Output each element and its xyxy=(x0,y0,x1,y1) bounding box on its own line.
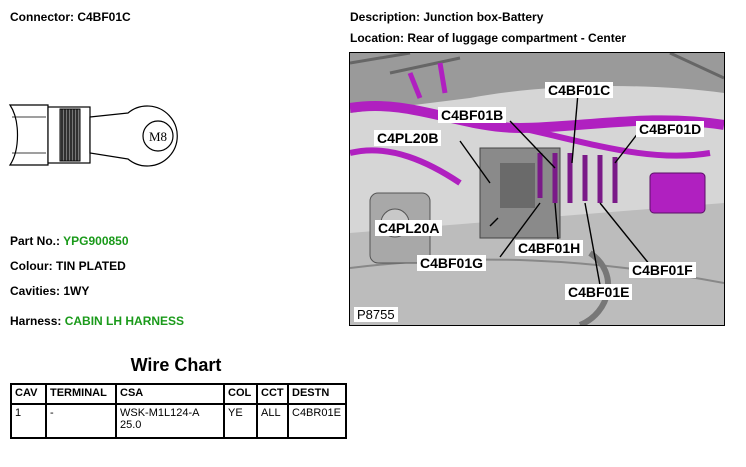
header-destn: DESTN xyxy=(287,383,347,405)
cell-col: YE xyxy=(223,403,258,439)
cavities-value: 1WY xyxy=(63,284,90,298)
cell-cct: ALL xyxy=(256,403,289,439)
header-csa: CSA xyxy=(115,383,225,405)
header-terminal: TERMINAL xyxy=(45,383,117,405)
callout-c4bf01d: C4BF01D xyxy=(636,121,705,137)
callout-c4pl20a: C4PL20A xyxy=(375,220,443,236)
photo-reference: P8755 xyxy=(354,307,398,322)
location-value: Rear of luggage compartment - Center xyxy=(407,31,627,45)
location-photo: C4BF01C C4BF01B C4BF01D C4PL20B C4PL20A … xyxy=(349,52,725,326)
colour-label: Colour: xyxy=(10,259,53,273)
callout-c4pl20b: C4PL20B xyxy=(374,130,442,146)
table-row: 1 - WSK-M1L124-A 25.0 YE ALL C4BR01E xyxy=(10,403,347,439)
callout-c4bf01g: C4BF01G xyxy=(417,255,487,271)
cavities-label: Cavities: xyxy=(10,284,61,298)
callout-c4bf01f: C4BF01F xyxy=(629,262,696,278)
callout-c4bf01c: C4BF01C xyxy=(545,82,614,98)
description-value: Junction box-Battery xyxy=(423,10,544,24)
ring-terminal-drawing: M8 xyxy=(8,104,178,167)
connector-value: C4BF01C xyxy=(77,10,131,24)
cell-destn: C4BR01E xyxy=(287,403,347,439)
location-photo-illustration xyxy=(350,53,724,325)
table-header-row: CAV TERMINAL CSA COL CCT DESTN xyxy=(10,383,347,405)
part-no-label: Part No.: xyxy=(10,234,61,248)
wire-chart-title: Wire Chart xyxy=(130,355,222,375)
connector-line: Connector: C4BF01C xyxy=(10,10,131,24)
harness-value: CABIN LH HARNESS xyxy=(64,314,185,328)
location-line: Location: Rear of luggage compartment - … xyxy=(350,31,626,45)
harness-line: Harness: CABIN LH HARNESS xyxy=(10,314,184,328)
header-cav: CAV xyxy=(10,383,47,405)
location-label: Location: xyxy=(350,31,404,45)
cell-cav: 1 xyxy=(10,403,47,439)
terminal-marking: M8 xyxy=(149,129,167,144)
header-cct: CCT xyxy=(256,383,289,405)
callout-c4bf01e: C4BF01E xyxy=(565,284,633,300)
callout-c4bf01b: C4BF01B xyxy=(438,107,507,123)
header-col: COL xyxy=(223,383,258,405)
part-no-line: Part No.: YPG900850 xyxy=(10,234,129,248)
description-label: Description: xyxy=(350,10,421,24)
harness-label: Harness: xyxy=(10,314,62,328)
colour-line: Colour: TIN PLATED xyxy=(10,259,126,273)
colour-value: TIN PLATED xyxy=(56,259,126,273)
cavities-line: Cavities: 1WY xyxy=(10,284,89,298)
description-line: Description: Junction box-Battery xyxy=(350,10,543,24)
cell-csa: WSK-M1L124-A 25.0 xyxy=(115,403,225,439)
cell-terminal: - xyxy=(45,403,117,439)
callout-c4bf01h: C4BF01H xyxy=(515,240,584,256)
part-no-value: YPG900850 xyxy=(63,234,129,248)
wire-chart-table: CAV TERMINAL CSA COL CCT DESTN 1 - WSK-M… xyxy=(10,383,347,439)
connector-label: Connector: xyxy=(10,10,74,24)
